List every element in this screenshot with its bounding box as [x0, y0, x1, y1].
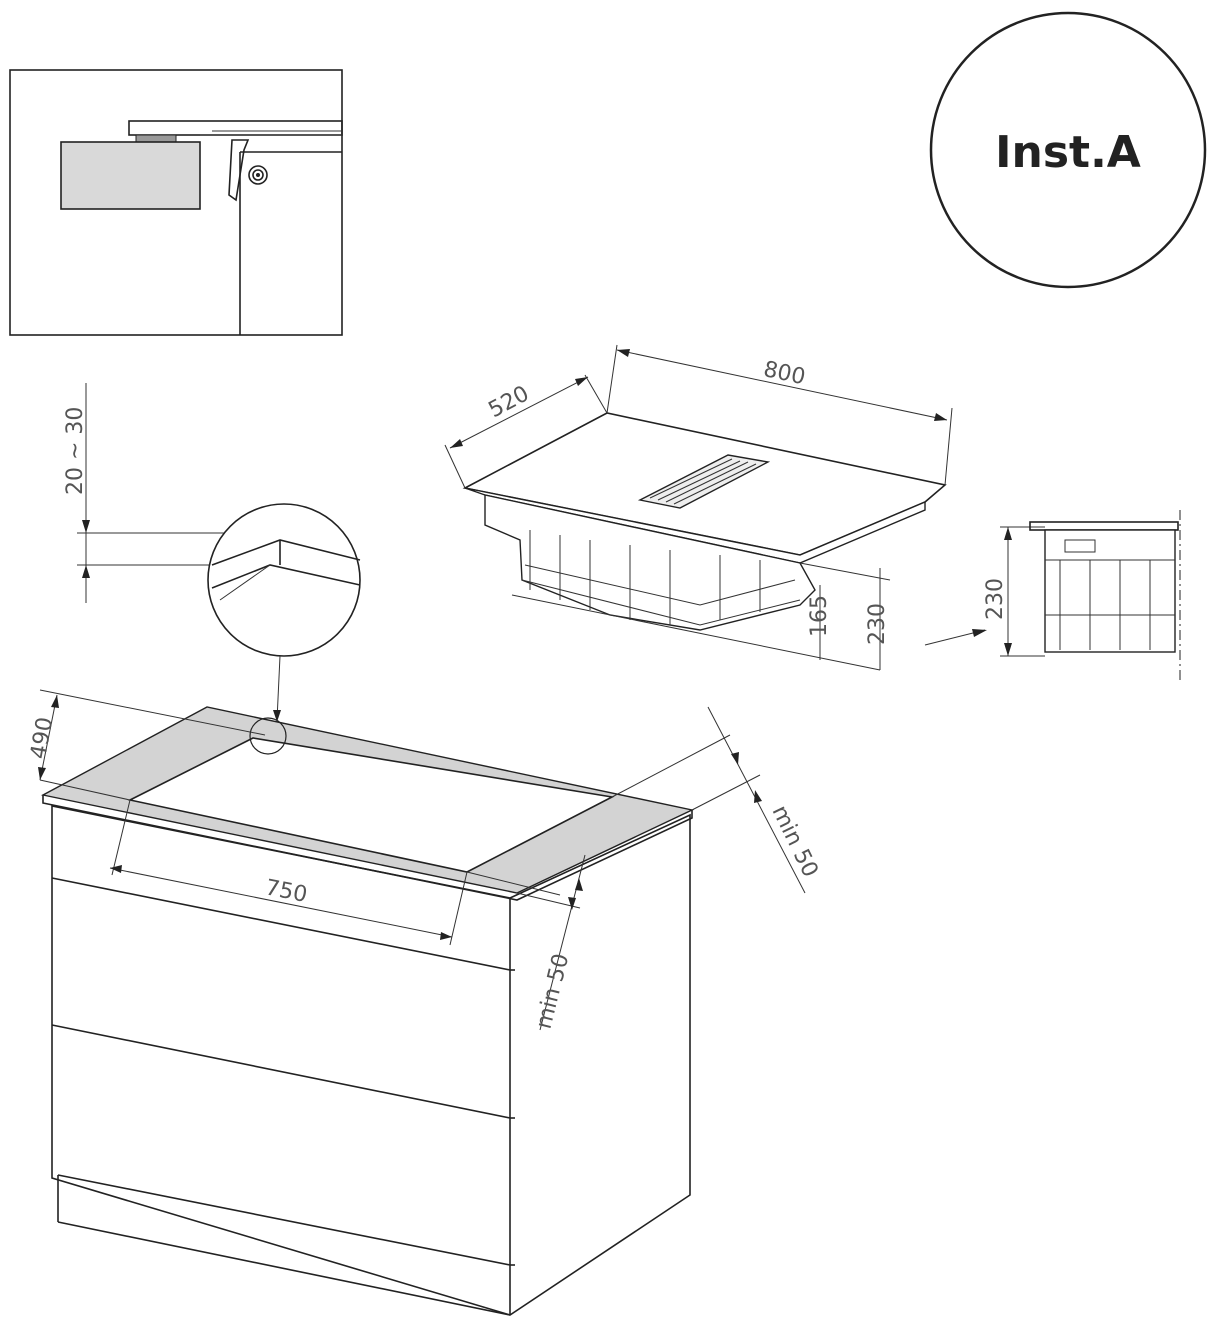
side-depth-label: 230	[983, 578, 1008, 620]
worktop-thickness-dimension: 20 ~ 30	[63, 383, 282, 603]
hob-side-view: 230	[924, 510, 1181, 680]
rear-clearance-label: min 50	[767, 802, 823, 882]
inst-a-badge: Inst.A	[929, 11, 1207, 289]
badge-label: Inst.A	[995, 127, 1141, 178]
cabinet	[40, 706, 695, 1316]
worktop-thickness-label: 20 ~ 30	[63, 407, 88, 495]
hob-width-label: 800	[761, 357, 807, 390]
hob-box-detail	[60, 141, 201, 210]
hob-depth-label: 520	[485, 381, 534, 423]
magnifier-detail	[207, 503, 361, 722]
hob-3d-view: 800 520 165 230	[444, 344, 953, 671]
detail-inset	[9, 69, 343, 336]
cutout-depth-label: 490	[26, 715, 58, 761]
body-depth-front-label: 165	[807, 595, 832, 637]
screw-icon	[248, 165, 268, 185]
body-depth-rear-label: 230	[865, 603, 890, 645]
